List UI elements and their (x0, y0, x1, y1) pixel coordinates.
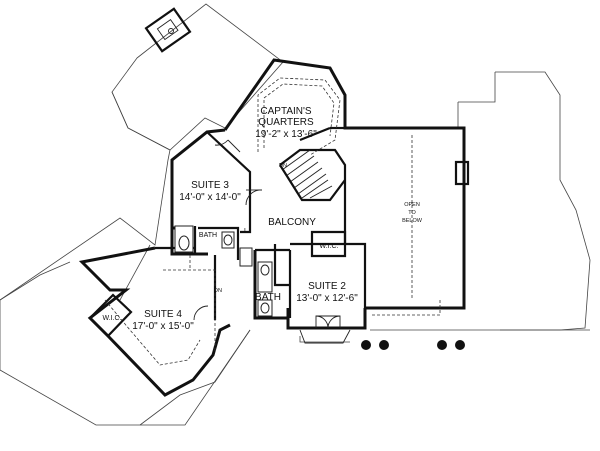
open-to-below-3: BELOW (402, 218, 423, 224)
open-to-below-2: TO (408, 210, 416, 216)
wic-suite2-label: W.I.C. (319, 243, 338, 250)
bath-upper-label: BATH (199, 232, 217, 239)
bath-fixtures (174, 225, 273, 317)
bath-lower-label: BATH (255, 292, 281, 303)
chimney (144, 7, 192, 53)
suite3-size: 14'-0" x 14'-0" (179, 192, 241, 203)
window-box (454, 160, 470, 186)
stair-dn-label: DN (279, 163, 287, 169)
suite2-size: 13'-0" x 12'-6" (296, 293, 358, 304)
interior-walls (155, 126, 367, 320)
roof-outlines (0, 3, 591, 426)
captains-quarters-size: 19'-2" x 13'-6" (255, 129, 317, 140)
columns (299, 329, 465, 350)
suite4-name: SUITE 4 (144, 309, 182, 320)
suite4-dn-label: DN (214, 288, 222, 294)
balcony-label: BALCONY (268, 217, 316, 228)
suite4-size: 17'-0" x 15'-0" (132, 321, 194, 332)
captains-quarters-name-2: QUARTERS (258, 117, 314, 128)
closet-mark: L (244, 228, 248, 235)
suite2-name: SUITE 2 (308, 281, 346, 292)
open-to-below-1: OPEN (404, 202, 420, 208)
suite3-name: SUITE 3 (191, 180, 229, 191)
stair (279, 149, 346, 202)
door-swings (193, 139, 341, 329)
wic-suite4-label: W.I.C. (102, 315, 121, 322)
ceiling-dashes (104, 77, 441, 366)
suite4-closet (89, 293, 133, 337)
captains-quarters-name-1: CAPTAIN'S (260, 106, 312, 117)
